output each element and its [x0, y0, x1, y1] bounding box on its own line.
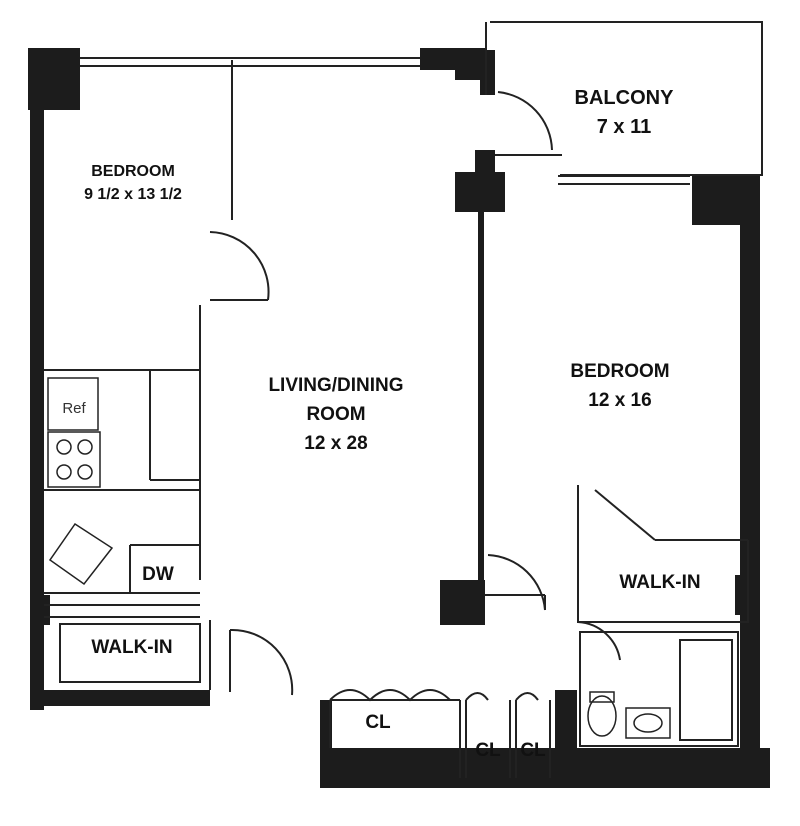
pillar-mid-step — [475, 150, 495, 172]
wall-center — [478, 205, 484, 585]
thin-lines — [44, 21, 763, 778]
walkin-right-label: WALK-IN — [619, 572, 700, 593]
walkin-left-label: WALK-IN — [91, 637, 172, 658]
sink-outline — [48, 522, 114, 586]
closet-b-label: CL — [520, 740, 546, 761]
pillar-top-step — [455, 50, 495, 95]
fridge-outline — [47, 377, 99, 431]
dishwasher-label: DW — [142, 564, 174, 585]
balcony-name: BALCONY — [575, 87, 675, 109]
wall-right-mid — [735, 575, 755, 615]
closet-main-label: CL — [365, 712, 391, 733]
wall-corner-top-left — [28, 48, 80, 110]
wall-kitchen-end — [36, 595, 50, 625]
labels: BALCONY 7 x 11 BEDROOM 9 1/2 x 13 1/2 LI… — [62, 87, 700, 761]
balcony-size: 7 x 11 — [597, 116, 652, 138]
door-swings — [209, 91, 621, 702]
living-size: 12 x 28 — [304, 433, 367, 454]
walls — [28, 48, 770, 788]
wall-left — [30, 50, 44, 710]
vanity-sink-icon — [625, 707, 671, 739]
living-name-2: ROOM — [306, 404, 365, 425]
living-name-1: LIVING/DINING — [268, 375, 403, 396]
wall-bottom-left — [30, 690, 210, 706]
bedroom2-name: BEDROOM — [570, 361, 669, 382]
stove-outline — [47, 431, 101, 488]
closet-a-label: CL — [475, 740, 501, 761]
wall-corner-right — [692, 175, 760, 225]
toilet-icon — [587, 695, 617, 737]
bedroom2-size: 12 x 16 — [588, 390, 651, 411]
bedroom1-size: 9 1/2 x 13 1/2 — [84, 186, 182, 203]
bedroom1-name: BEDROOM — [91, 163, 175, 180]
wall-right — [740, 190, 760, 760]
pillar-lower — [440, 580, 485, 625]
fixtures — [47, 377, 671, 739]
wall-bottom-left-stub — [200, 690, 210, 704]
wall-bottom-right-block — [555, 690, 577, 760]
wall-bottom — [320, 748, 770, 788]
fridge-label: Ref — [62, 400, 86, 417]
